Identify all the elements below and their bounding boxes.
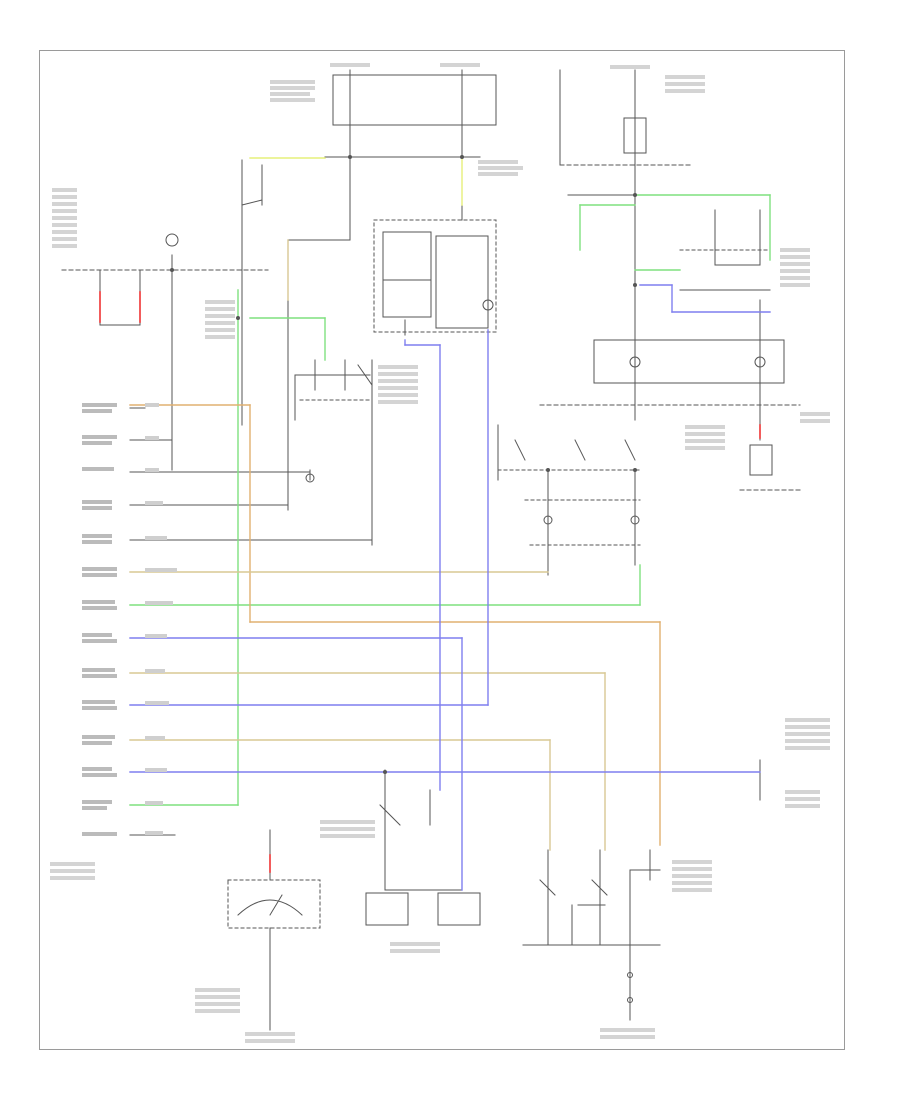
wire-color-labels <box>145 403 177 835</box>
tan-wires <box>129 239 606 851</box>
pcm-pin-labels <box>82 403 117 836</box>
red-wires <box>99 291 761 873</box>
component-symbols <box>165 233 494 483</box>
green-wires <box>129 194 771 806</box>
yellow-green-wires <box>249 157 463 206</box>
junctions <box>170 155 637 774</box>
component-label-blocks <box>50 63 830 1043</box>
orange-wires <box>129 404 661 846</box>
black-wiring <box>61 69 801 1031</box>
diagram-frame <box>39 50 845 1050</box>
blue-wires <box>129 284 771 891</box>
